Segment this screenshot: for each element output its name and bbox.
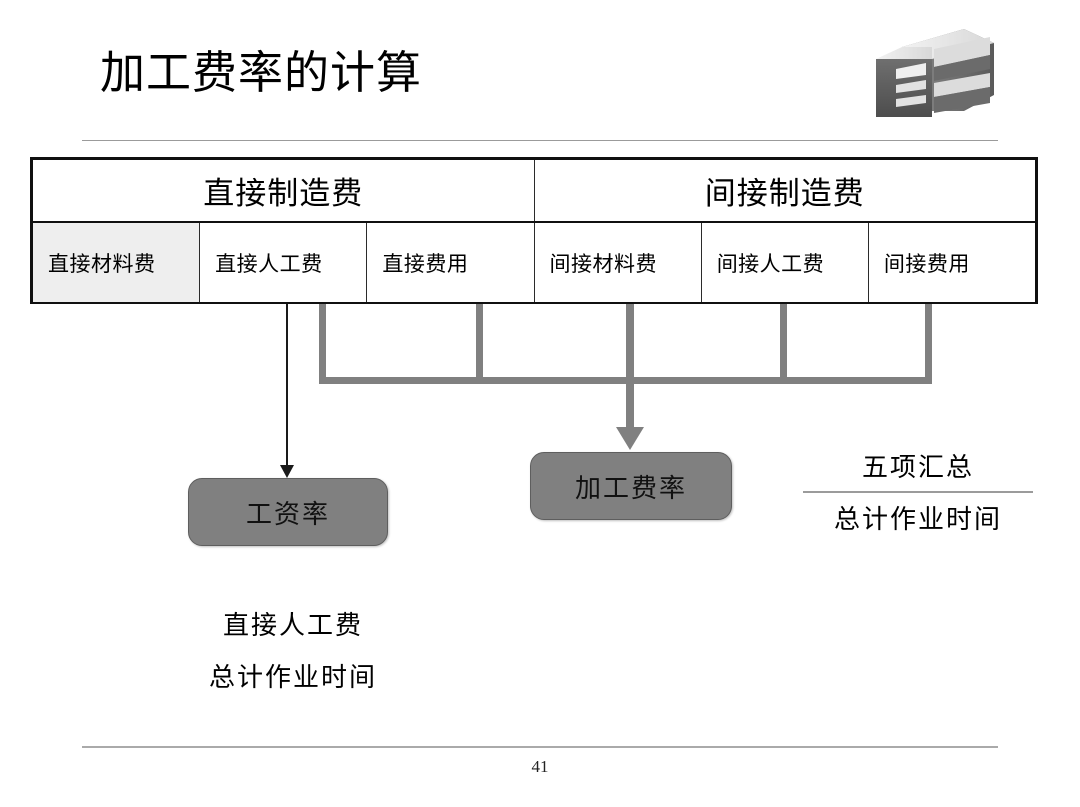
- table-group-row: 直接制造费 间接制造费: [33, 160, 1035, 223]
- wage-rate-label: 工资率: [245, 499, 330, 529]
- header-divider: [82, 140, 998, 141]
- connector-horizontal-bus: [319, 377, 932, 384]
- connector-vertical-indirect-expense: [925, 304, 932, 384]
- process-rate-denominator: 总计作业时间: [833, 505, 1002, 534]
- item-cell-indirect-material: 间接材料费: [534, 223, 702, 302]
- extruded-block-logo: [868, 25, 998, 120]
- page-title: 加工费率的计算: [100, 48, 423, 98]
- connector-vertical-indirect-material: [626, 304, 634, 428]
- group-cell-direct: 直接制造费: [33, 160, 535, 221]
- wage-rate-numerator: 直接人工费: [222, 611, 363, 640]
- connector-vertical-direct-labor: [319, 304, 326, 384]
- footer-divider: [82, 746, 998, 748]
- item-cell-indirect-expense: 间接费用: [868, 223, 1036, 302]
- item-cell-direct-material: 直接材料费: [33, 223, 201, 302]
- page-number: 41: [531, 757, 549, 776]
- item-label-direct-expense: 直接费用: [382, 251, 469, 276]
- item-cell-indirect-labor: 间接人工费: [701, 223, 869, 302]
- wage-rate-box: 工资率: [188, 478, 388, 546]
- cost-structure-table: 直接制造费 间接制造费 直接材料费 直接人工费 直接费用 间接材料费 间接人工费: [30, 157, 1038, 304]
- process-rate-box: 加工费率: [530, 452, 732, 520]
- item-label-direct-material: 直接材料费: [48, 251, 156, 276]
- process-rate-formula: 五项汇总 总计作业时间: [803, 447, 1033, 541]
- connector-arrowhead-wage-rate: [280, 465, 294, 478]
- item-label-direct-labor: 直接人工费: [215, 251, 323, 276]
- connector-vertical-indirect-labor: [780, 304, 787, 384]
- connector-vertical-wage-rate: [286, 304, 288, 467]
- connector-vertical-direct-expense: [476, 304, 483, 384]
- process-rate-numerator: 五项汇总: [861, 453, 974, 482]
- table-item-row: 直接材料费 直接人工费 直接费用 间接材料费 间接人工费 间接费用: [33, 223, 1036, 302]
- wage-rate-fraction-bar: [178, 649, 408, 651]
- group-label-direct: 直接制造费: [203, 176, 364, 211]
- wage-rate-denominator: 总计作业时间: [208, 663, 377, 692]
- item-label-indirect-labor: 间接人工费: [716, 251, 825, 276]
- group-cell-indirect: 间接制造费: [535, 160, 1036, 221]
- connector-arrowhead-process-rate: [616, 427, 644, 450]
- item-cell-direct-expense: 直接费用: [367, 223, 535, 302]
- item-label-indirect-expense: 间接费用: [883, 251, 970, 276]
- item-cell-direct-labor: 直接人工费: [200, 223, 368, 302]
- item-label-indirect-material: 间接材料费: [549, 251, 658, 276]
- group-label-indirect: 间接制造费: [704, 176, 865, 211]
- process-rate-fraction-bar: [803, 491, 1033, 493]
- wage-rate-formula: 直接人工费 总计作业时间: [178, 605, 408, 699]
- process-rate-label: 加工费率: [574, 473, 687, 503]
